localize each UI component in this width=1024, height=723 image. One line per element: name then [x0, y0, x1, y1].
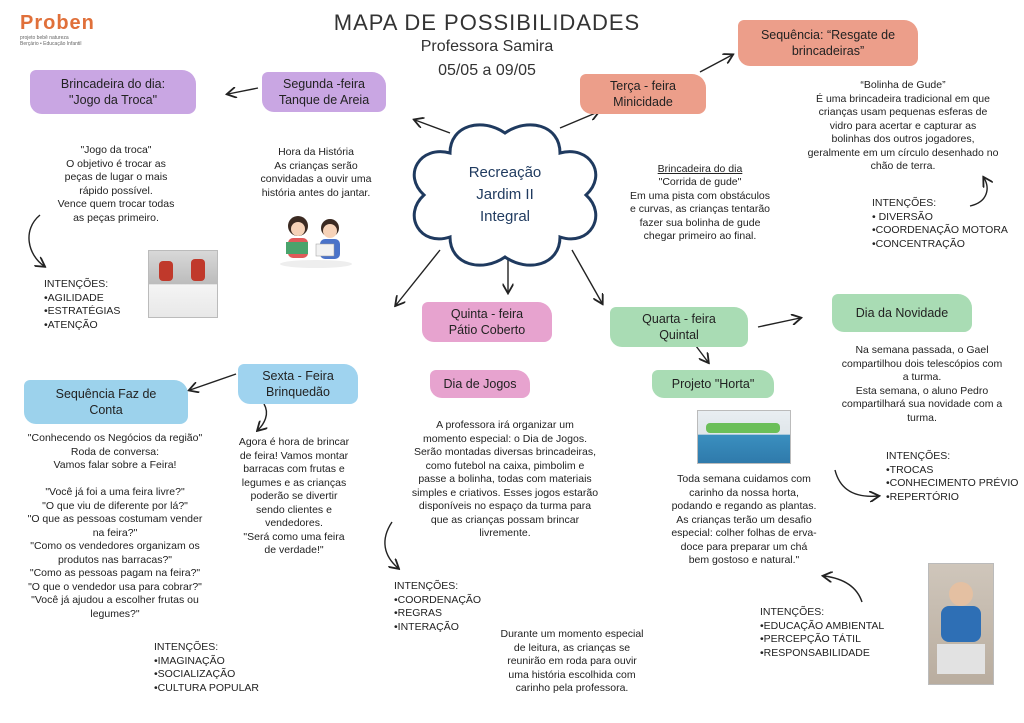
brincadeira-troca-intencoes: INTENÇÕES: •AGILIDADE •ESTRATÉGIAS •ATEN… — [44, 278, 121, 331]
child-garden-photo — [928, 563, 994, 685]
terca-brincadeira-text: "Corrida de gude" Em uma pista com obstá… — [629, 176, 771, 242]
arrow-to-faz-de-conta — [190, 373, 237, 390]
center-label: Recreação Jardim II Integral — [468, 164, 542, 225]
resgate-intencoes: INTENÇÕES: • DIVERSÃO •COORDENAÇÃO MOTOR… — [872, 197, 1008, 250]
dia-de-jogos-intencoes: INTENÇÕES: •COORDENAÇÃO •REGRAS •INTERAÇ… — [394, 580, 482, 633]
arrow-to-horta — [695, 345, 708, 362]
center-flower-shape — [412, 123, 598, 267]
horta-text: Toda semana cuidamos com carinho da noss… — [671, 473, 817, 566]
quinta-label: Quinta - feira Pátio Coberto — [422, 302, 552, 342]
arrow-to-segunda — [415, 120, 451, 134]
arrow-to-resgate — [699, 55, 732, 73]
terca-brincadeira-heading: Brincadeira do dia — [657, 163, 743, 175]
kids-reading-illustration — [280, 216, 352, 268]
arrow-to-novidade — [757, 318, 800, 328]
novidade-label: Dia da Novidade — [832, 294, 972, 332]
logo-subtitle: projeto bebê natureza — [20, 35, 69, 41]
arrow-sexta-text — [258, 403, 266, 430]
terca-label: Terça - feira Minicidade — [580, 74, 706, 114]
teacher-name: Professora Samira — [420, 38, 554, 55]
arrow-to-brincadeira-troca — [228, 88, 259, 94]
arrow-to-sexta — [396, 249, 441, 305]
novidade-intencoes: INTENÇÕES: •TROCAS •CONHECIMENTO PRÉVIO … — [886, 450, 1019, 503]
arrow-to-terca — [559, 112, 598, 129]
arrow-troca-intencoes — [28, 214, 44, 266]
logo-text: Proben — [20, 12, 95, 34]
segunda-activity: Hora da História As crianças serão convi… — [260, 146, 372, 199]
horta-intencoes: INTENÇÕES: •EDUCAÇÃO AMBIENTAL •PERCEPÇÃ… — [760, 606, 885, 659]
resgate-label: Sequência: “Resgate de brincadeiras” — [738, 20, 918, 66]
horta-label: Projeto "Horta" — [652, 370, 774, 398]
jogo-da-troca-photo — [148, 250, 218, 318]
arrow-to-quarta — [571, 249, 602, 303]
leitura-text: Durante um momento especial de leitura, … — [500, 628, 644, 694]
resgate-text: “Bolinha de Gude” É uma brincadeira trad… — [807, 79, 999, 172]
sexta-label: Sexta - Feira Brinquedão — [238, 364, 358, 404]
dia-de-jogos-text: A professora irá organizar um momento es… — [411, 419, 599, 539]
arrow-novidade-intencoes — [834, 469, 878, 496]
arrow-jogos-intencoes — [384, 521, 398, 568]
logo-subtitle-2: Berçário • Educação Infantil — [20, 41, 82, 47]
logo: Proben projeto bebê natureza Berçário • … — [20, 12, 120, 52]
date-range: 05/05 a 09/05 — [438, 62, 536, 79]
quarta-label: Quarta - feira Quintal — [610, 307, 748, 347]
sexta-text: Agora é hora de brincar de feira! Vamos … — [238, 436, 350, 556]
brincadeira-troca-label: Brincadeira do dia: "Jogo da Troca" — [30, 70, 196, 114]
novidade-text: Na semana passada, o Gael compartilhou d… — [841, 344, 1003, 424]
faz-de-conta-intencoes: INTENÇÕES: •IMAGINAÇÃO •SOCIALIZAÇÃO •CU… — [154, 641, 260, 694]
arrow-resgate-intencoes — [969, 178, 987, 207]
faz-de-conta-label: Sequência Faz de Conta — [24, 380, 188, 424]
horta-photo — [697, 410, 791, 464]
brincadeira-troca-text: "Jogo da troca" O objetivo é trocar as p… — [57, 144, 175, 224]
faz-de-conta-text: "Conhecendo os Negócios da região" Roda … — [27, 432, 203, 620]
arrow-horta-intencoes — [824, 576, 863, 603]
dia-de-jogos-label: Dia de Jogos — [430, 370, 530, 398]
page-title: MAPA DE POSSIBILIDADES — [333, 10, 641, 35]
segunda-label: Segunda -feira Tanque de Areia — [262, 72, 386, 112]
